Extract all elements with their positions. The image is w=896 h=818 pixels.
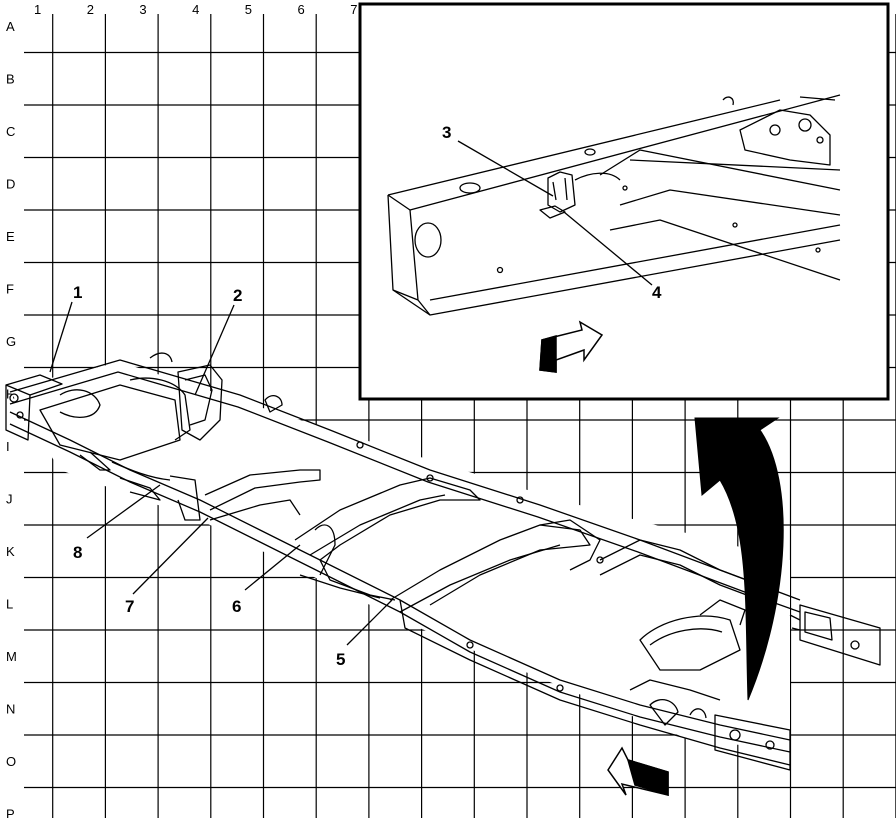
grid-column-label: 1: [34, 2, 41, 17]
grid-row-label: L: [6, 597, 13, 612]
detail-inset: [358, 2, 890, 401]
grid-row-label: F: [6, 282, 14, 297]
grid-row-label: M: [6, 649, 17, 664]
grid-row-label: E: [6, 229, 15, 244]
callout-6: 6: [232, 597, 241, 616]
grid-column-label: 5: [245, 2, 252, 17]
callout-1: 1: [73, 283, 82, 302]
callout-leaders: [49, 140, 653, 646]
forward-arrow-icon: [539, 320, 604, 373]
vehicle-frame-illustration: [5, 352, 881, 771]
grid-row-label: A: [6, 19, 15, 34]
grid-row-label: I: [6, 439, 10, 454]
callout-numbers: 1 2 3 4 5 6 7 8: [73, 123, 662, 669]
grid-row-label: J: [6, 492, 13, 507]
grid-column-label: 3: [139, 2, 146, 17]
callout-3: 3: [442, 123, 451, 142]
grid-row-label: D: [6, 177, 15, 192]
grid-row-label: N: [6, 702, 15, 717]
grid-row-label: K: [6, 544, 15, 559]
callout-4: 4: [652, 283, 662, 302]
grid-row-label: G: [6, 334, 16, 349]
grid-column-label: 6: [298, 2, 305, 17]
callout-2: 2: [233, 286, 242, 305]
callout-7: 7: [125, 597, 134, 616]
curved-arrow-icon: [694, 417, 784, 701]
grid-column-label: 2: [87, 2, 94, 17]
forward-arrow-icon: [607, 746, 669, 797]
grid-row-label: O: [6, 754, 16, 769]
grid-row-label: H: [6, 387, 15, 402]
callout-8: 8: [73, 543, 82, 562]
grid-row-label: P: [6, 807, 15, 818]
grid-column-label: 7: [350, 2, 357, 17]
inset-frame: [358, 2, 890, 401]
grid-column-label: 4: [192, 2, 199, 17]
row-labels: A B C D E F G H I J K L M N O P: [6, 19, 17, 818]
callout-5: 5: [336, 650, 345, 669]
grid-row-label: C: [6, 124, 15, 139]
grid-row-label: B: [6, 72, 15, 87]
